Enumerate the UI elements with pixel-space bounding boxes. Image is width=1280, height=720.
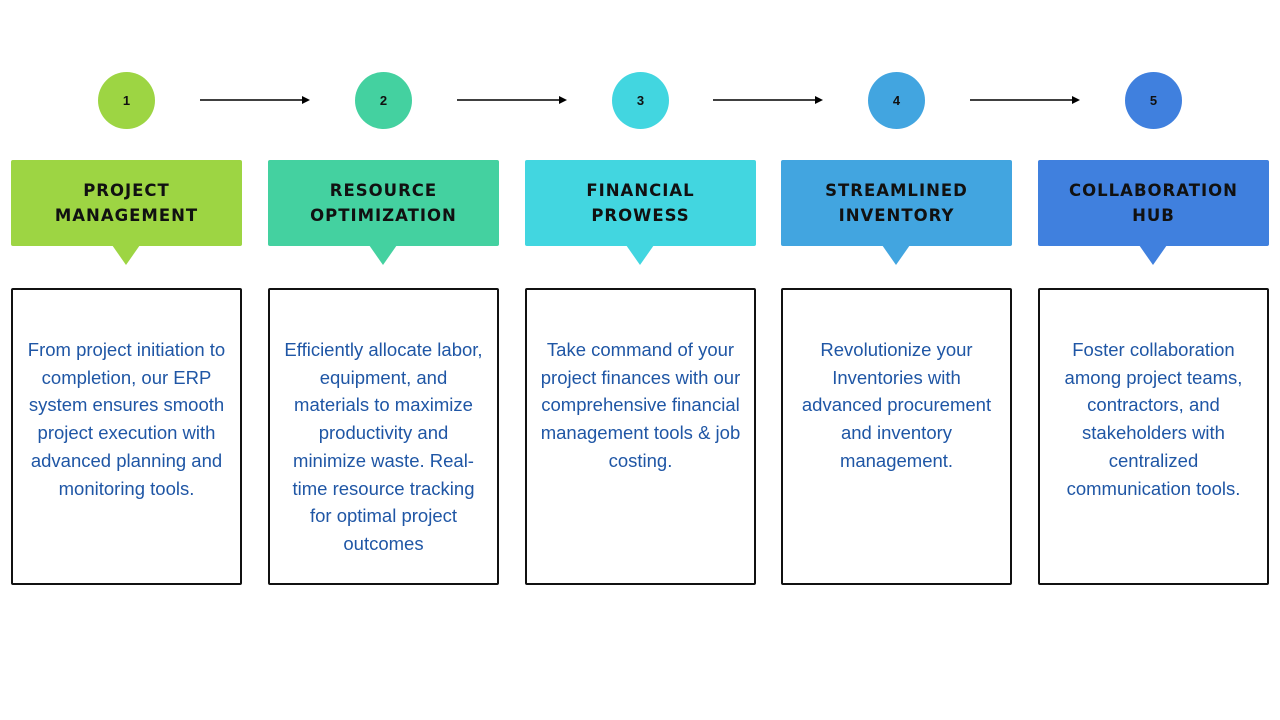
step-4-header: STREAMLINED INVENTORY [781,160,1012,246]
step-5-title-line-1: COLLABORATION [1069,181,1238,200]
step-5-header: COLLABORATION HUB [1038,160,1269,246]
step-1-title-line-2: MANAGEMENT [54,206,199,225]
arrow-2-to-3 [457,96,567,104]
arrow-1-to-2 [200,96,310,104]
step-4-title-line-1: STREAMLINED [825,181,968,200]
step-3-title-line-1: FINANCIAL [586,181,695,200]
step-3-title-line-2: PROWESS [591,206,690,225]
step-5-description-box: Foster collaboration among project teams… [1038,288,1269,585]
step-4-circle: 4 [868,72,925,129]
arrow-3-to-4 [713,96,823,104]
step-3-circle: 3 [612,72,669,129]
step-1-header: PROJECT MANAGEMENT [11,160,242,246]
step-1-circle: 1 [98,72,155,129]
step-4-description-box: Revolutionize your Inventories with adva… [781,288,1012,585]
step-2-circle: 2 [355,72,412,129]
step-1-description-box: From project initiation to completion, o… [11,288,242,585]
step-3-header: FINANCIAL PROWESS [525,160,756,246]
step-4-description: Revolutionize your Inventories with adva… [801,339,992,471]
step-2-header: RESOURCE OPTIMIZATION [268,160,499,246]
step-3-pointer [626,245,654,265]
step-5-pointer [1139,245,1167,265]
step-2-description: Efficiently allocate labor, equipment, a… [284,339,483,554]
step-3-description-box: Take command of your project finances wi… [525,288,756,585]
step-5-description: Foster collaboration among project teams… [1064,339,1243,499]
step-1-description: From project initiation to completion, o… [27,339,226,499]
step-1-pointer [112,245,140,265]
step-5-title-line-2: HUB [1132,206,1175,225]
step-2-description-box: Efficiently allocate labor, equipment, a… [268,288,499,585]
step-5-circle: 5 [1125,72,1182,129]
step-4-title-line-2: INVENTORY [838,206,955,225]
step-3-description: Take command of your project finances wi… [540,339,741,471]
step-2-title-line-2: OPTIMIZATION [310,206,457,225]
step-4-pointer [882,245,910,265]
step-2-title-line-1: RESOURCE [329,181,438,200]
arrow-4-to-5 [970,96,1080,104]
step-2-pointer [369,245,397,265]
step-1-title-line-1: PROJECT [83,181,170,200]
